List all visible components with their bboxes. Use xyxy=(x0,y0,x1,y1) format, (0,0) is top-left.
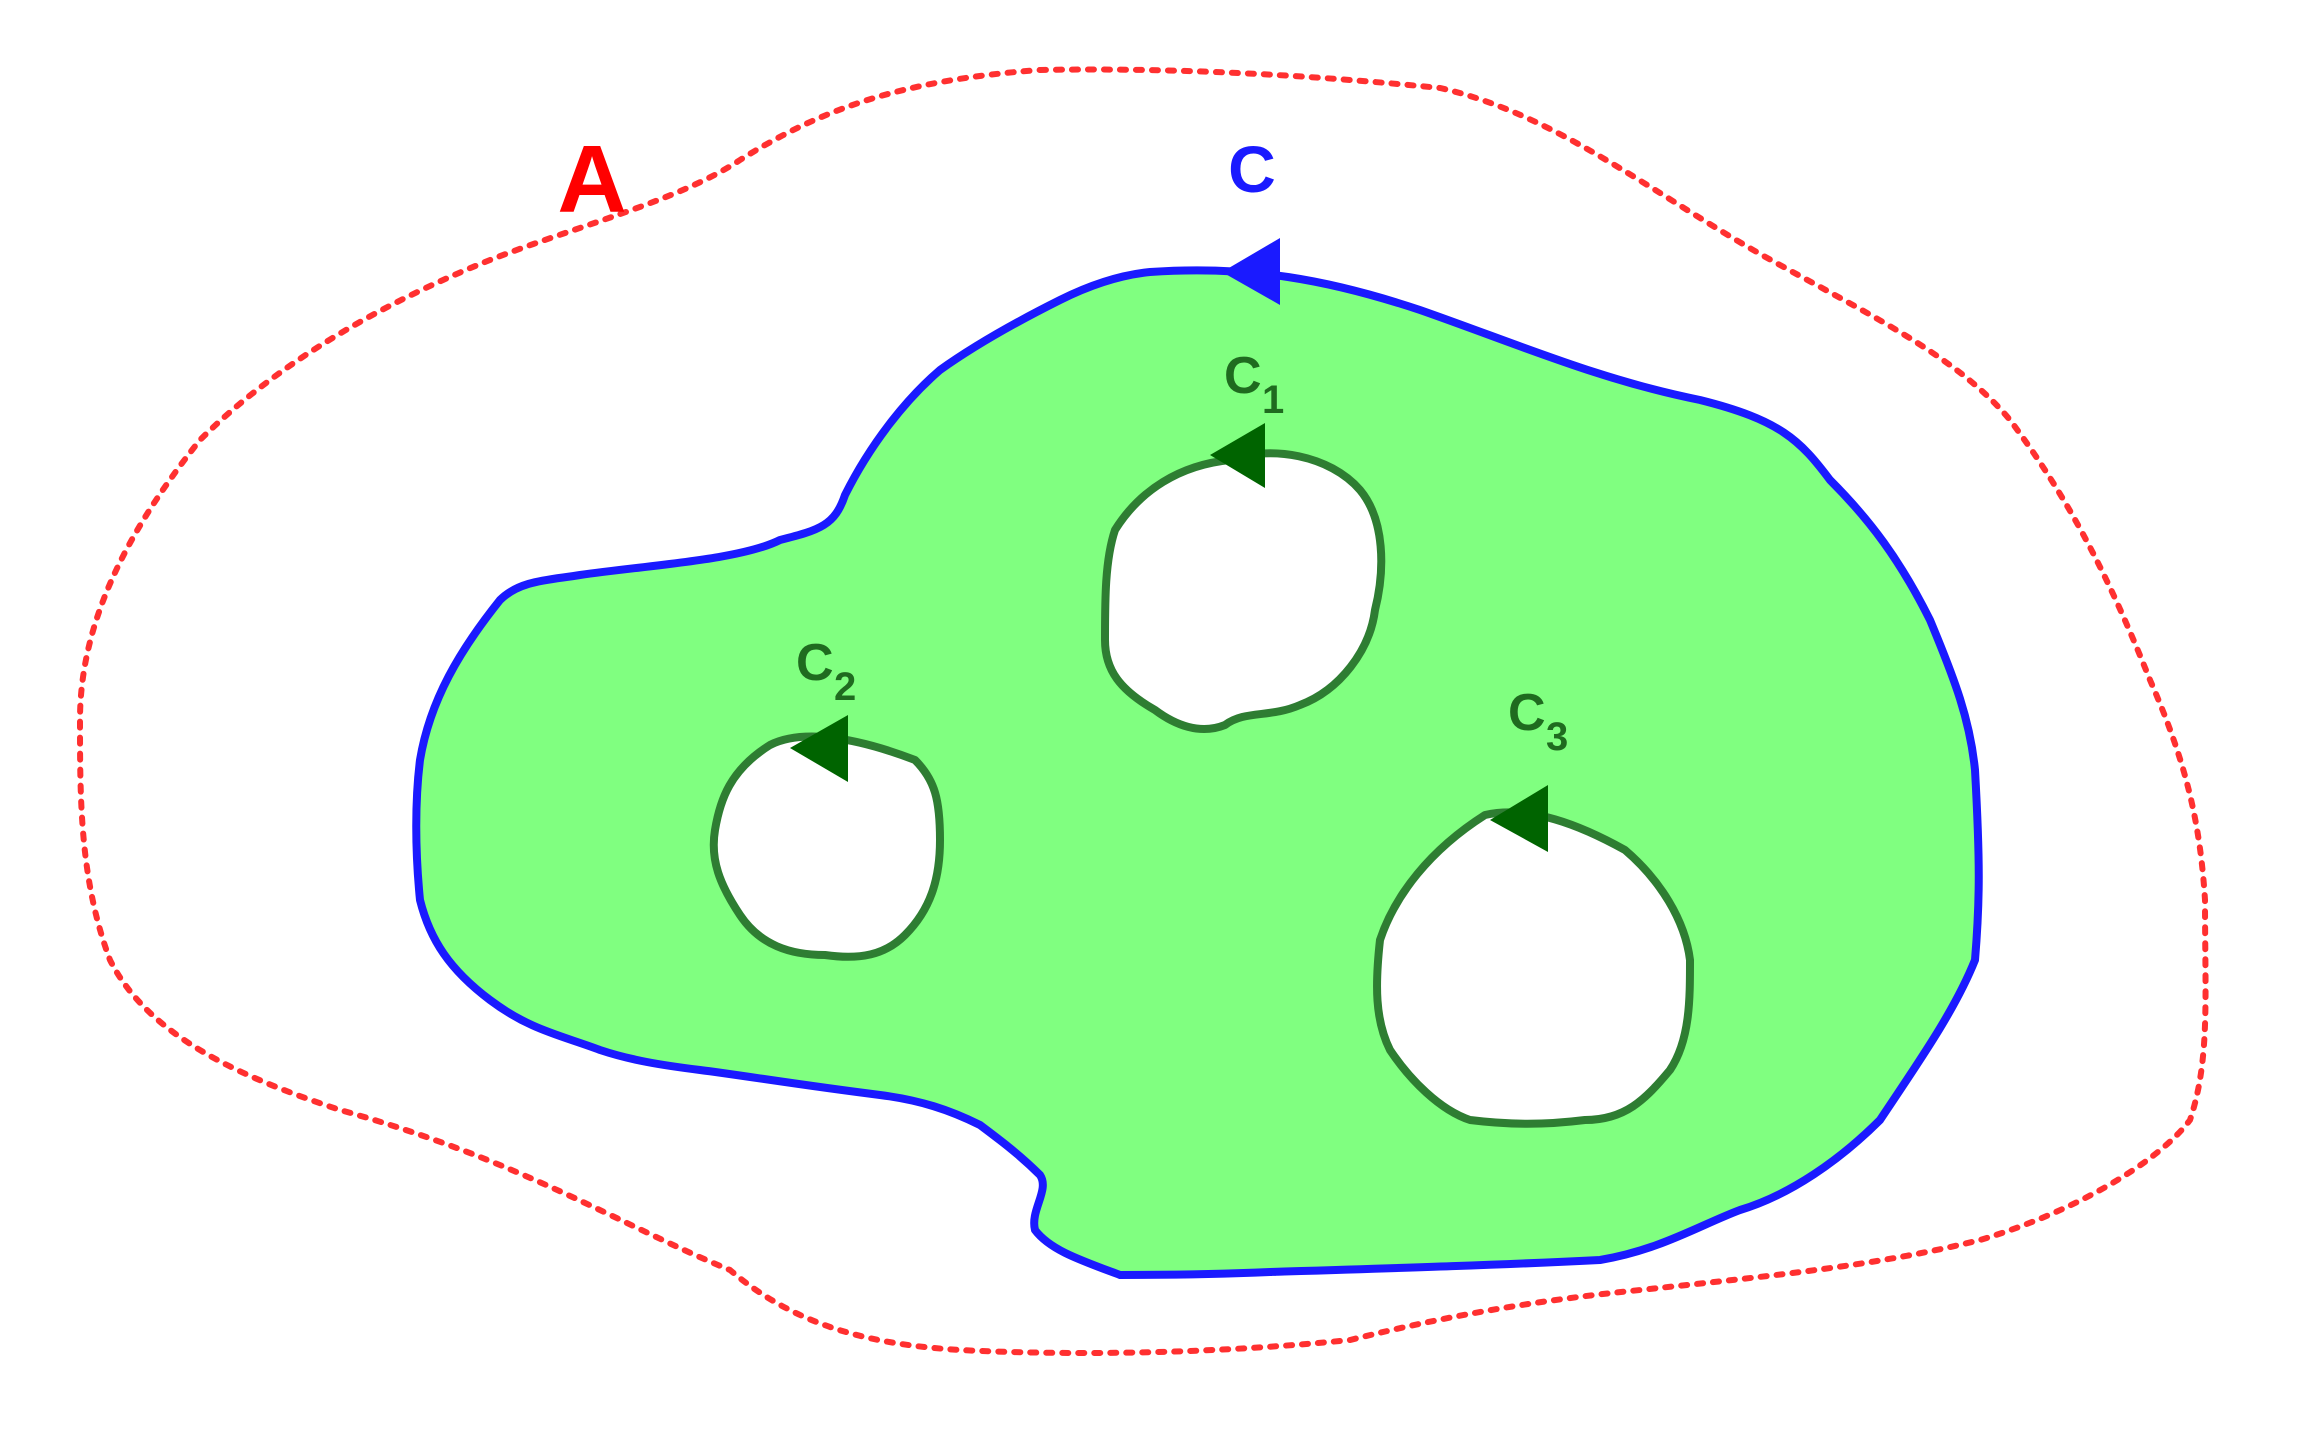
curve-c3-label-letter: C xyxy=(1508,684,1546,742)
curve-c2-label-letter: C xyxy=(796,634,834,692)
curve-c1 xyxy=(1101,449,1386,733)
curve-c3 xyxy=(1373,808,1694,1128)
region-a-boundary xyxy=(76,66,2209,1356)
curve-c2-label-subscript: 2 xyxy=(834,665,856,709)
curve-c1-label-subscript: 1 xyxy=(1262,378,1284,422)
curve-c3-arrow-icon xyxy=(1490,785,1548,852)
region-a-label: A xyxy=(557,126,626,233)
curve-c-arrow-icon xyxy=(1222,238,1280,305)
curve-c1-label-letter: C xyxy=(1224,347,1262,405)
curve-c3-label-subscript: 3 xyxy=(1546,715,1568,759)
curve-c3-label: C 3 xyxy=(1508,684,1568,759)
curve-c1-label: C 1 xyxy=(1224,347,1284,422)
curve-c-label: C xyxy=(1228,132,1276,206)
curve-c xyxy=(412,266,1983,1279)
curve-c1-arrow-icon xyxy=(1210,423,1265,488)
curve-c2-label: C 2 xyxy=(796,634,856,709)
curve-c2 xyxy=(709,732,944,961)
curve-c2-arrow-icon xyxy=(790,715,848,782)
domain-fill xyxy=(416,270,1979,1275)
